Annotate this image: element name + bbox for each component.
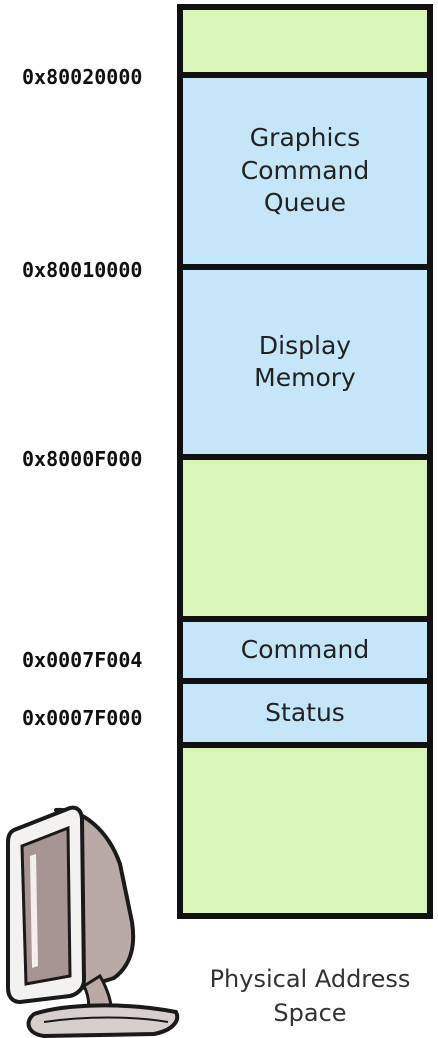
memory-map: Graphics Command Queue Display Memory Co… bbox=[177, 4, 433, 919]
segment-graphics-command-queue: Graphics Command Queue bbox=[183, 78, 427, 264]
address-label-0x0007F000: 0x0007F000 bbox=[22, 706, 143, 730]
address-label-0x80010000: 0x80010000 bbox=[22, 258, 143, 282]
diagram-caption: Physical Address Space bbox=[209, 965, 411, 1027]
segment-bottom-free bbox=[183, 748, 427, 913]
computer-monitor-icon bbox=[6, 805, 180, 1038]
segment-top-free bbox=[183, 10, 427, 72]
segment-status-register: Status bbox=[183, 684, 427, 742]
segment-command-register: Command bbox=[183, 622, 427, 678]
segment-display-memory: Display Memory bbox=[183, 270, 427, 454]
address-label-0x80020000: 0x80020000 bbox=[22, 65, 143, 89]
address-label-0x0007F004: 0x0007F004 bbox=[22, 648, 143, 672]
segment-middle-free bbox=[183, 460, 427, 616]
address-label-0x8000F000: 0x8000F000 bbox=[22, 447, 143, 471]
